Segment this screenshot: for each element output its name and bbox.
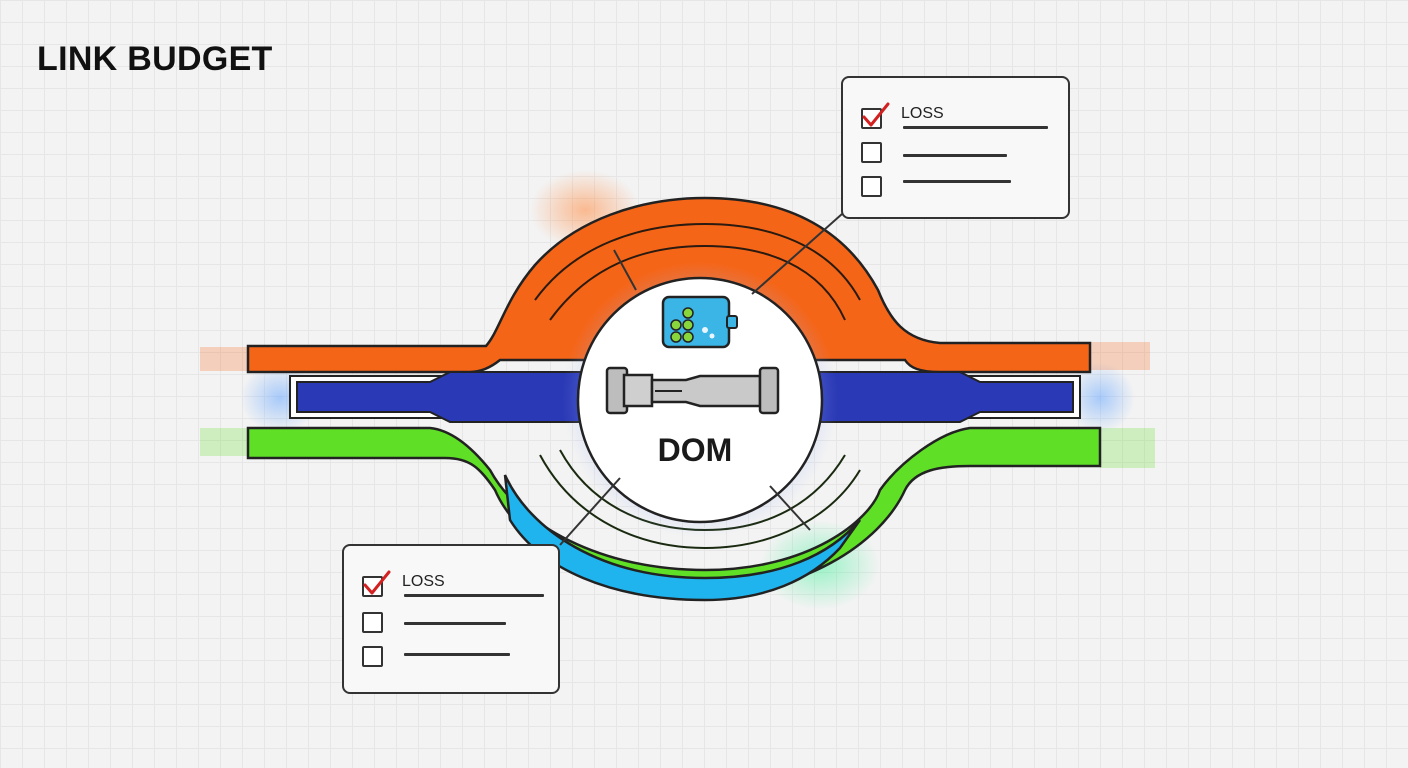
orange-inner-arc-2 xyxy=(549,244,846,321)
checkbox-checked[interactable] xyxy=(861,102,890,129)
checkbox-checked[interactable] xyxy=(362,570,391,597)
checkbox-unchecked[interactable] xyxy=(861,176,882,197)
checklist-line xyxy=(404,622,506,625)
checkmark-icon xyxy=(363,570,391,595)
blue-glow-right xyxy=(1065,363,1135,433)
green-lead-left xyxy=(200,428,248,456)
checklist-line xyxy=(903,180,1011,183)
fiber-connector-icon xyxy=(605,366,780,415)
checkmark-icon xyxy=(862,102,890,127)
green-inner-arc-1 xyxy=(539,454,861,550)
checklist-line xyxy=(404,594,544,597)
checklist-line xyxy=(903,154,1007,157)
hub-label: DOM xyxy=(657,432,733,468)
checklist-line xyxy=(404,653,510,656)
leader-line-top xyxy=(751,213,843,295)
checkbox-unchecked[interactable] xyxy=(861,142,882,163)
checkbox-unchecked[interactable] xyxy=(362,612,383,633)
checklist-callout-top: LOSS xyxy=(841,76,1070,219)
checkbox-unchecked[interactable] xyxy=(362,646,383,667)
orange-lead-right xyxy=(1090,342,1150,370)
checklist-label: LOSS xyxy=(901,105,944,122)
page-title: LINK BUDGET xyxy=(37,40,273,78)
checklist-label: LOSS xyxy=(402,573,445,590)
green-lead-right xyxy=(1100,428,1155,468)
leader-line-lower-right xyxy=(769,485,811,531)
sfp-transceiver-icon xyxy=(661,295,738,349)
leader-line-upper-left xyxy=(613,249,637,291)
leader-line-bottom xyxy=(559,477,621,546)
cyan-fiber xyxy=(503,474,862,602)
orange-inner-arc-1 xyxy=(534,222,861,301)
orange-lead-left xyxy=(200,347,248,371)
checklist-line xyxy=(903,126,1048,129)
checklist-callout-bottom: LOSS xyxy=(342,544,560,694)
